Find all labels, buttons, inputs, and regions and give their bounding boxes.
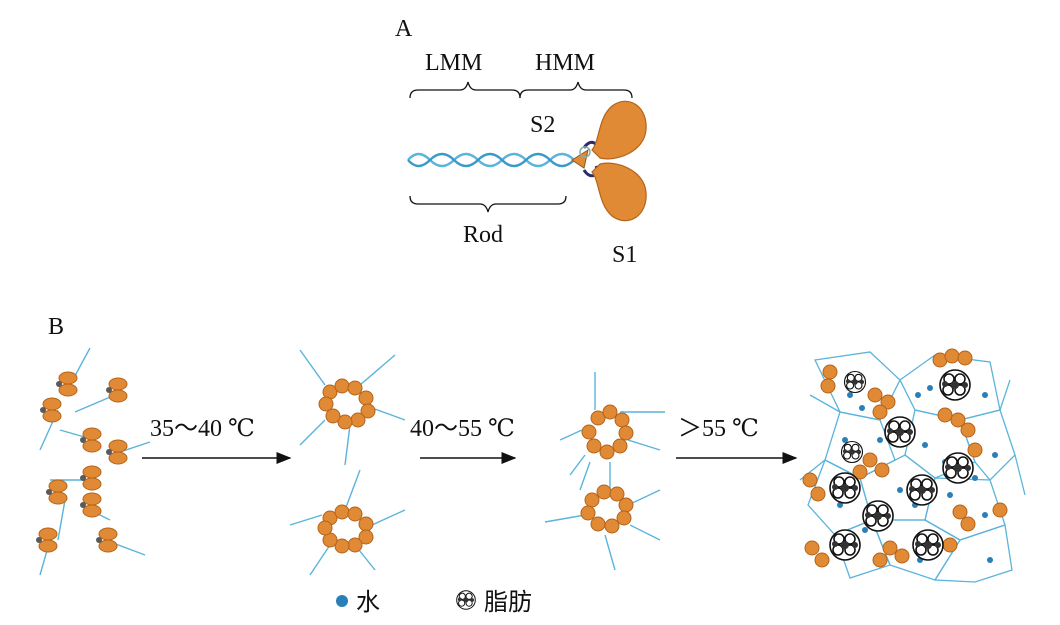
s2-label: S2 (530, 112, 555, 138)
rod-brace (409, 195, 567, 213)
stage-head-aggregates (289, 349, 406, 576)
legend: 水 脂肪 (336, 589, 532, 616)
s1-head-upper (591, 100, 647, 160)
step3-label: ＞55 ℃ (678, 416, 759, 442)
panel-a-label: A (395, 16, 413, 42)
lmm-brace (409, 81, 521, 99)
stage-gel-network (799, 348, 1026, 583)
s1-head-lower (591, 162, 647, 222)
lmm-label: LMM (425, 50, 482, 76)
hmm-brace (519, 81, 633, 99)
fat-globule-icon (456, 590, 476, 610)
stage-linked-aggregates (544, 372, 665, 571)
rod-label: Rod (463, 222, 503, 248)
stage-monomers (35, 347, 151, 576)
myosin-rod (407, 152, 575, 168)
s1-label: S1 (612, 242, 637, 268)
legend-fat-label: 脂肪 (484, 589, 532, 616)
panel-b-label: B (48, 314, 64, 340)
legend-water-label: 水 (356, 589, 380, 616)
step1-label: 35～40 ℃ (150, 416, 255, 442)
s2-neck (571, 140, 599, 178)
step2-label: 40～55 ℃ (410, 416, 515, 442)
water-dot-icon (336, 595, 348, 607)
hmm-label: HMM (535, 50, 595, 76)
